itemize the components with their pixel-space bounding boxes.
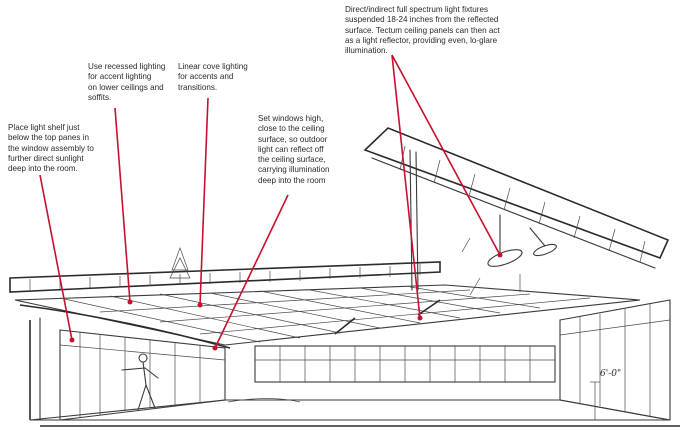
- annotation-cove-lighting: Linear cove lighting for accents and tra…: [178, 62, 248, 92]
- leader-lines: [39, 54, 503, 351]
- pendant-fixtures: [334, 214, 557, 335]
- annotation-fixtures: Direct/indirect full spectrum light fixt…: [345, 5, 500, 56]
- leader-shelf: [39, 174, 73, 341]
- person-figure: [121, 353, 159, 411]
- leader-recessed: [114, 107, 131, 303]
- leader-cove: [199, 97, 209, 306]
- back-window-wall: [254, 345, 556, 383]
- floor: [29, 398, 680, 427]
- right-window-wall: [559, 299, 671, 421]
- ceiling-grid: [14, 284, 641, 349]
- leader-fixtures-2: [391, 54, 421, 319]
- annotation-recessed-lighting: Use recessed lighting for accent lightin…: [88, 62, 166, 102]
- leader-fixtures-1: [391, 54, 501, 256]
- dimension-label: 6'-0": [600, 369, 622, 379]
- sloped-roof: [363, 127, 670, 291]
- annotation-light-shelf: Place light shelf just below the top pan…: [8, 123, 94, 174]
- roof-deck: [9, 246, 441, 293]
- leader-windows: [214, 194, 289, 349]
- annotation-high-windows: Set windows high, close to the ceiling s…: [258, 114, 330, 185]
